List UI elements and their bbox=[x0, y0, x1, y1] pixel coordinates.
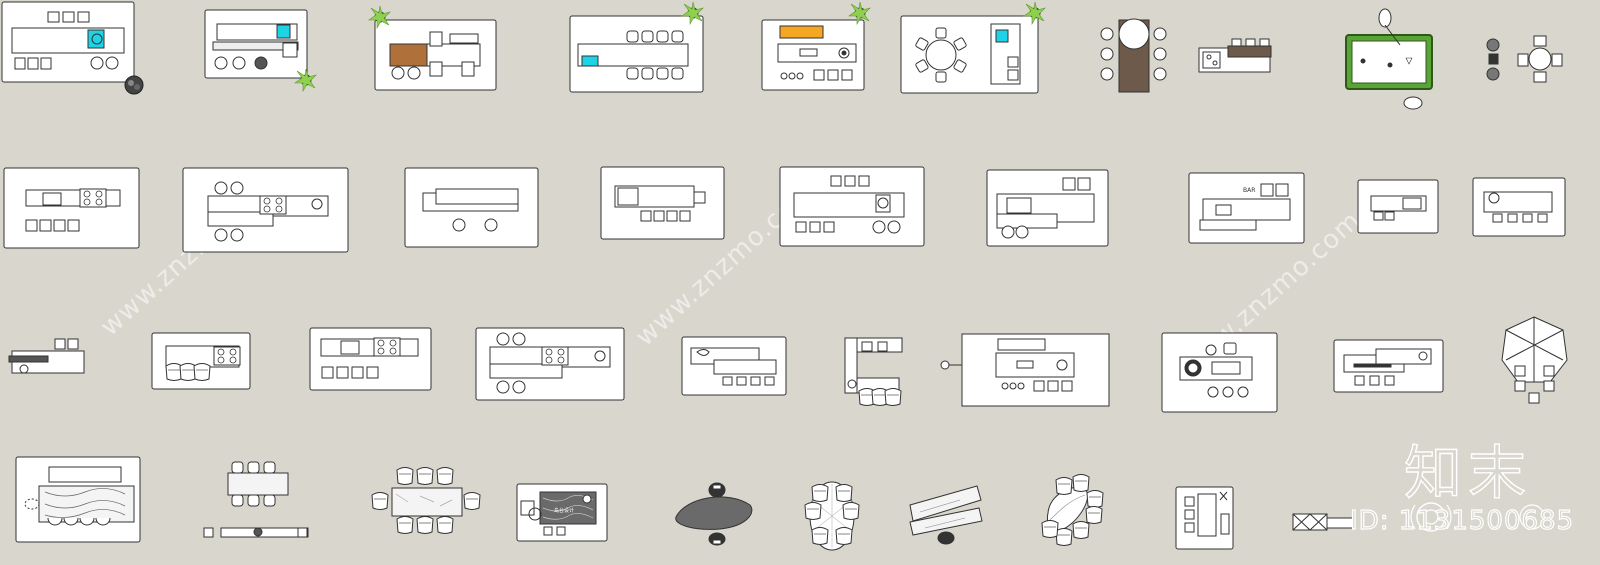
plan-block bbox=[371, 467, 481, 534]
plant-icon bbox=[124, 75, 144, 95]
id-label: ID: 1131500685 bbox=[1349, 505, 1575, 536]
plan-block bbox=[182, 167, 349, 253]
bar-label: BAR bbox=[1243, 187, 1255, 194]
plan-block bbox=[1198, 38, 1272, 73]
plan-block bbox=[1188, 172, 1305, 244]
plan-block bbox=[675, 482, 753, 546]
plan-block bbox=[15, 456, 141, 543]
plan-block bbox=[844, 337, 903, 406]
plan-block bbox=[1175, 486, 1234, 550]
plan-block bbox=[940, 333, 1110, 407]
plan-block bbox=[900, 15, 1039, 94]
plan-block bbox=[151, 332, 251, 390]
plan-block bbox=[404, 167, 539, 248]
plan-block bbox=[3, 167, 140, 249]
plan-block bbox=[1041, 474, 1104, 546]
brand-logo: 知末 bbox=[1403, 438, 1533, 507]
pool-table-icon bbox=[1345, 8, 1433, 110]
plan-block bbox=[374, 19, 497, 91]
plan-block bbox=[203, 461, 309, 538]
plan-block bbox=[804, 481, 860, 551]
plan-block bbox=[1410, 502, 1545, 532]
plan-block bbox=[909, 485, 983, 545]
plan-block bbox=[1486, 35, 1563, 83]
plan-block bbox=[204, 9, 308, 79]
plan-block bbox=[309, 327, 432, 391]
plan-block bbox=[8, 338, 85, 374]
plan-block bbox=[600, 166, 725, 240]
plan-block bbox=[1161, 332, 1278, 413]
plan-block bbox=[761, 19, 865, 91]
island-text-label: 岛台设计 bbox=[554, 507, 574, 514]
plan-block bbox=[1100, 18, 1167, 93]
plan-block bbox=[1292, 513, 1354, 531]
plan-block bbox=[779, 166, 925, 247]
plan-block bbox=[1472, 177, 1566, 237]
plan-block bbox=[986, 169, 1109, 247]
plan-block bbox=[475, 327, 625, 401]
umbrella-icon bbox=[1501, 316, 1568, 404]
plan-block bbox=[569, 15, 704, 93]
plan-block bbox=[1357, 179, 1439, 234]
plan-block bbox=[1333, 339, 1444, 393]
plan-block bbox=[681, 336, 787, 396]
plan-block bbox=[516, 483, 608, 542]
plan-block bbox=[1, 1, 135, 83]
